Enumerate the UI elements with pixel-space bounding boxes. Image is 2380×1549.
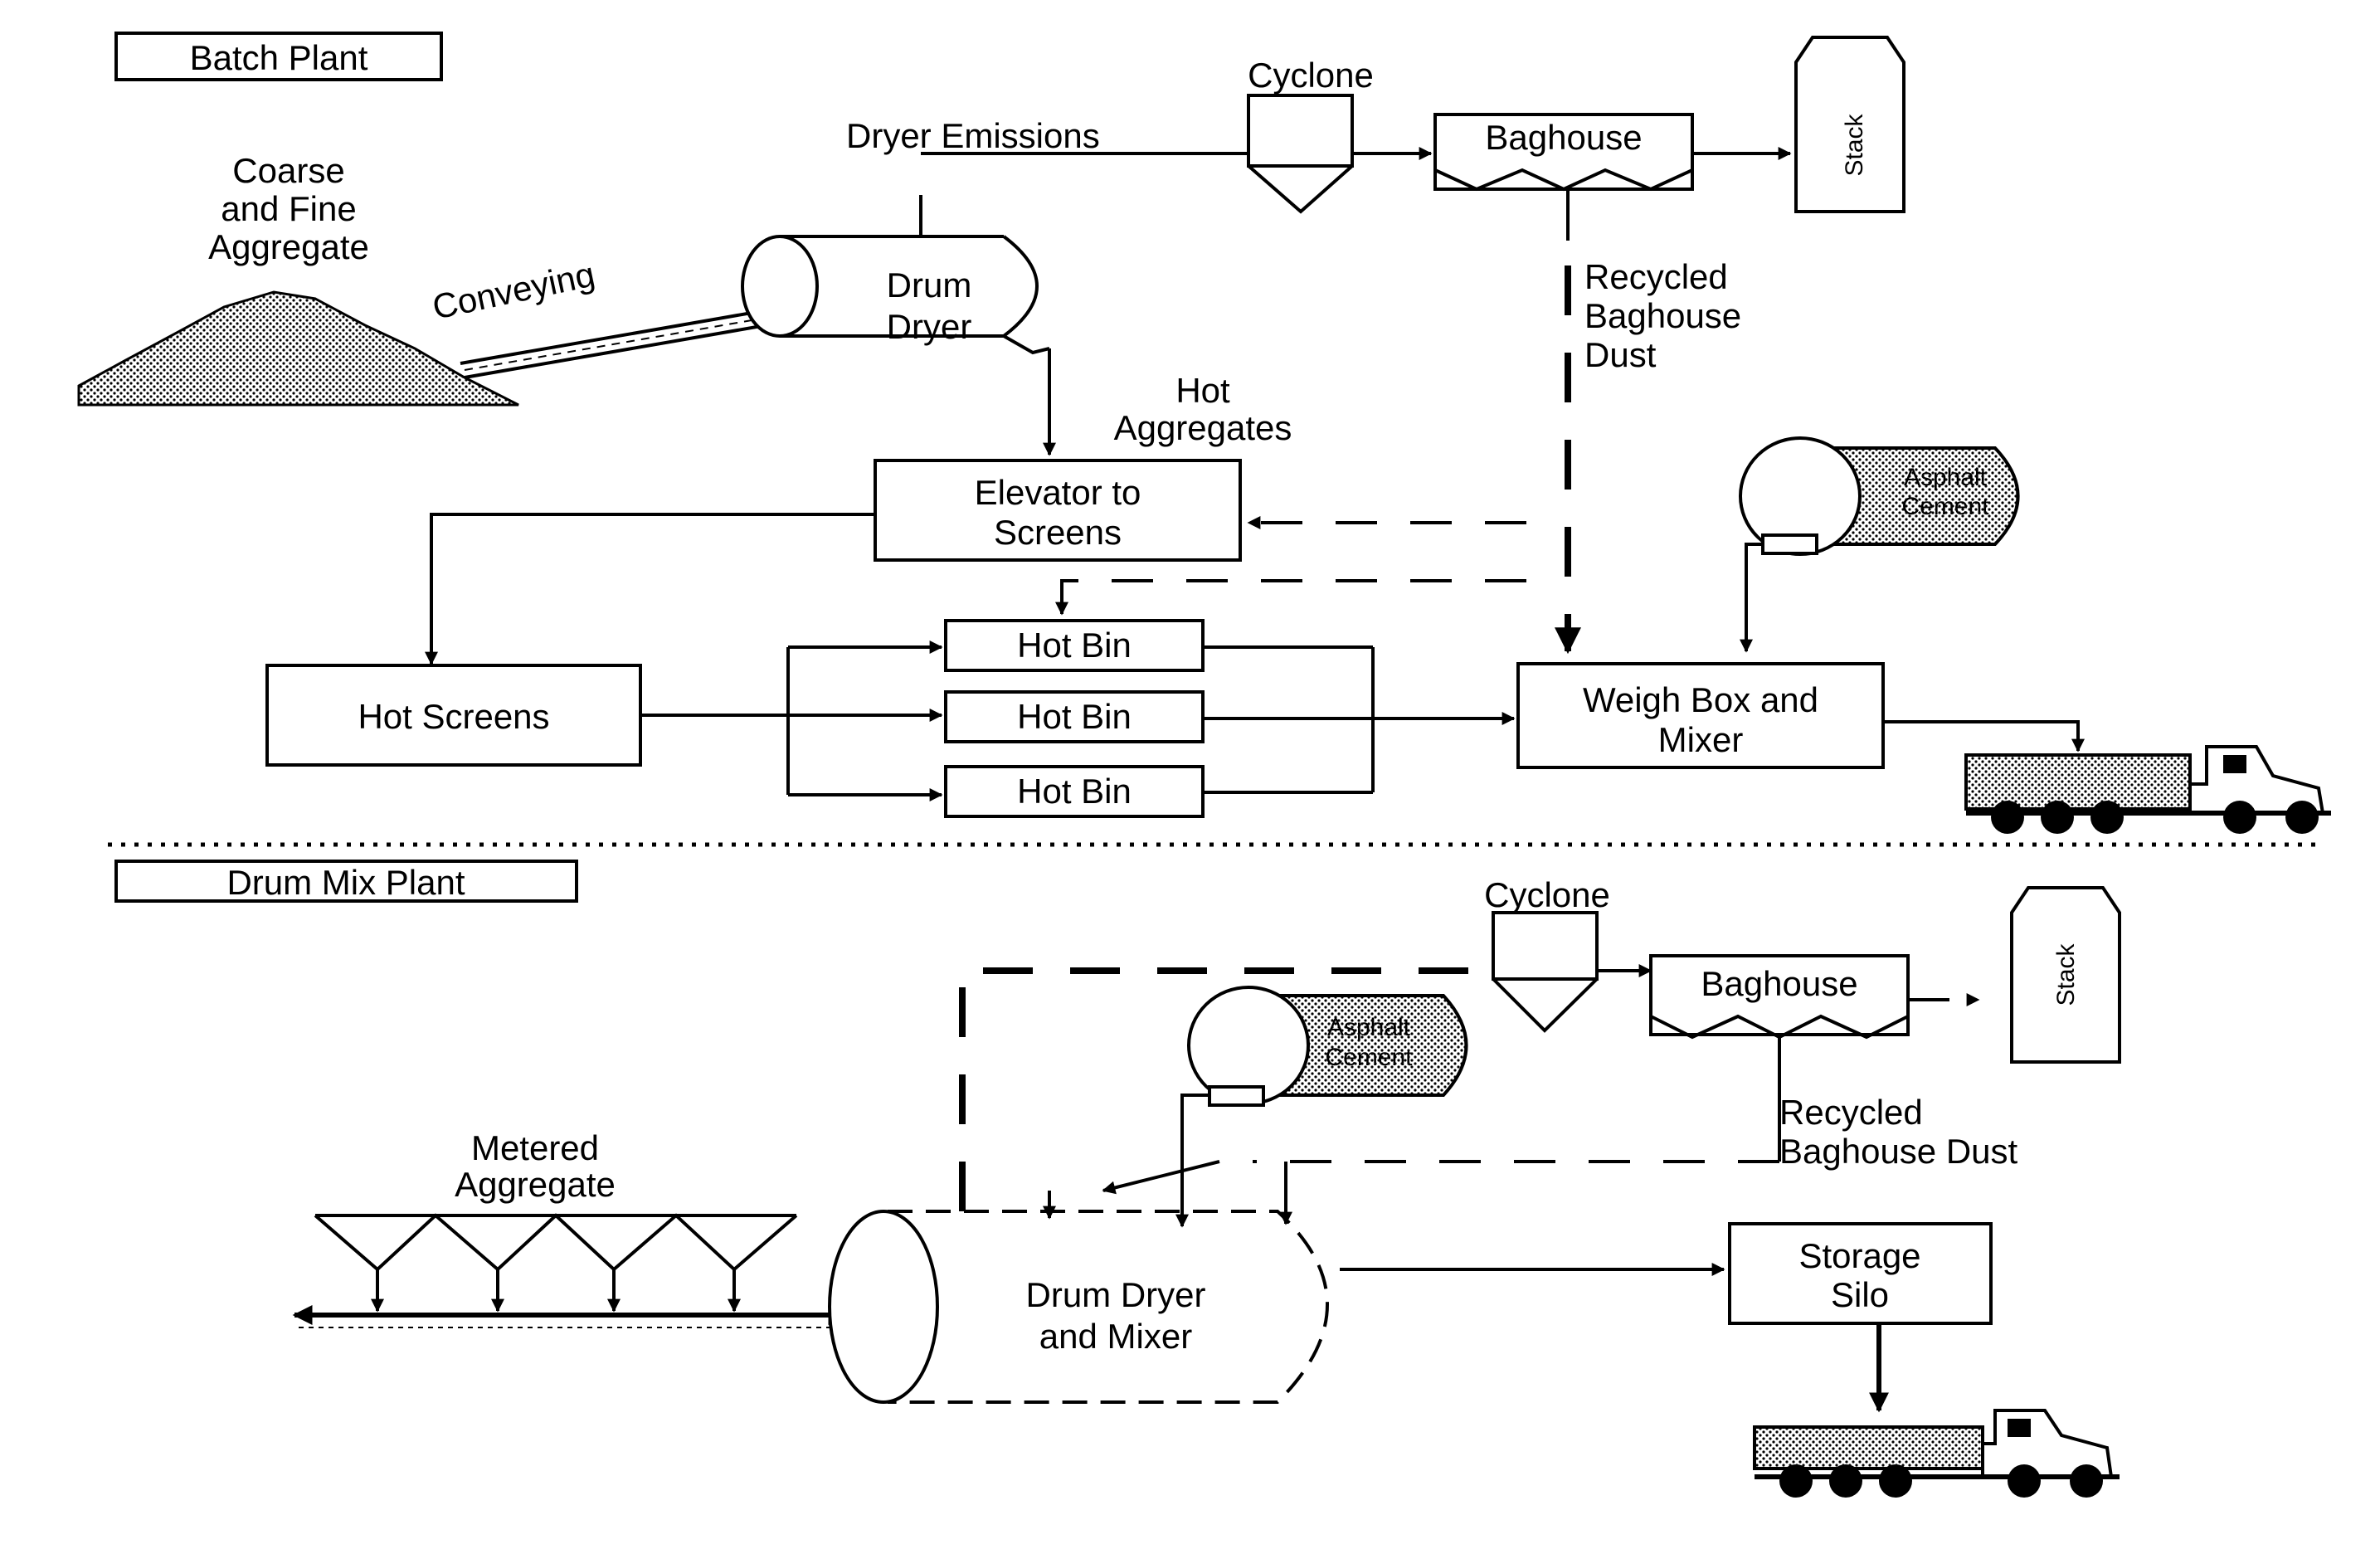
weigh-box: Weigh Box and Mixer — [1518, 664, 1883, 767]
batch-asphalt-label-1: Asphalt — [1904, 464, 1988, 491]
elevator-label-2: Screens — [994, 513, 1122, 552]
drum-dryer-label-2: Dryer — [887, 307, 972, 346]
batch-recycled-dust: Recycled Baghouse Dust — [1568, 189, 1741, 651]
drum-stack: Stack — [2012, 888, 2120, 1062]
drum-baghouse-label: Baghouse — [1701, 964, 1857, 1003]
hot-bin-3: Hot Bin — [946, 767, 1203, 816]
drum-dryer: Drum Dryer — [742, 236, 1049, 353]
drum-asphalt-label-1: Asphalt — [1327, 1014, 1411, 1041]
storage-silo: Storage Silo — [1730, 1224, 1991, 1323]
batch-recycled-label-3: Dust — [1584, 335, 1657, 374]
batch-plant-title: Batch Plant — [190, 38, 368, 77]
hot-screens-label: Hot Screens — [358, 697, 549, 736]
drum-truck — [1755, 1410, 2120, 1498]
hot-bin-1-label: Hot Bin — [1017, 626, 1132, 665]
metered-label-1: Metered — [471, 1128, 599, 1167]
drum-asphalt-label-2: Cement — [1325, 1044, 1413, 1071]
batch-asphalt-label-2: Cement — [1901, 493, 1989, 520]
batch-stack: Stack — [1796, 37, 1904, 212]
elevator-label-1: Elevator to — [975, 473, 1141, 512]
drum-baghouse: Baghouse — [1651, 956, 1978, 1037]
conveyor: Conveying — [429, 255, 776, 378]
elevator-box: Elevator to Screens — [875, 460, 1240, 560]
batch-cyclone-label: Cyclone — [1248, 56, 1374, 95]
aggregate-label-3: Aggregate — [208, 227, 369, 266]
drum-stack-label: Stack — [2052, 943, 2080, 1006]
drum-cyclone: Cyclone — [1484, 875, 1651, 1030]
hot-bin-3-label: Hot Bin — [1017, 772, 1132, 811]
drum-mixer-label-2: and Mixer — [1039, 1317, 1192, 1356]
weigh-box-label-2: Mixer — [1658, 720, 1744, 759]
batch-stack-label: Stack — [1841, 113, 1868, 176]
batch-plant-title-box: Batch Plant — [116, 33, 441, 80]
batch-recycled-label-1: Recycled — [1584, 257, 1728, 296]
batch-baghouse-label: Baghouse — [1485, 118, 1642, 157]
aggregate-label-1: Coarse — [232, 151, 344, 190]
metered-aggregate-hoppers: Metered Aggregate — [294, 1128, 846, 1327]
batch-cyclone: Cyclone — [1248, 56, 1431, 212]
batch-baghouse: Baghouse — [1435, 114, 1790, 189]
drum-mixer-label-1: Drum Dryer — [1026, 1275, 1206, 1314]
drum-recycled-label-1: Recycled — [1779, 1093, 1923, 1132]
metered-label-2: Aggregate — [455, 1165, 616, 1204]
batch-plant-section: Batch Plant Coarse and Fine Aggregate Co… — [79, 33, 2331, 834]
hot-aggregates-label-2: Aggregates — [1114, 408, 1292, 447]
aggregate-label-2: and Fine — [221, 189, 356, 228]
hot-bin-2-label: Hot Bin — [1017, 697, 1132, 736]
drum-mix-title-box: Drum Mix Plant — [116, 861, 577, 902]
drum-asphalt-tank: Asphalt Cement — [1189, 987, 1467, 1105]
drum-dryer-label-1: Drum — [887, 265, 972, 304]
drum-cyclone-label: Cyclone — [1484, 875, 1610, 914]
hot-bin-2: Hot Bin — [946, 692, 1203, 742]
batch-asphalt-tank: Asphalt Cement — [1740, 438, 2018, 554]
hot-aggregates-label-1: Hot — [1175, 371, 1230, 410]
aggregate-pile: Coarse and Fine Aggregate — [79, 151, 518, 405]
storage-silo-label-2: Silo — [1831, 1275, 1889, 1314]
drum-mix-title: Drum Mix Plant — [226, 863, 465, 902]
conveying-label: Conveying — [429, 255, 598, 327]
hot-bin-1: Hot Bin — [946, 621, 1203, 670]
hot-screens-box: Hot Screens — [267, 665, 640, 765]
dryer-emissions-label: Dryer Emissions — [846, 116, 1100, 155]
drum-mix-plant-section: Drum Mix Plant Cyclone Baghouse Stack Re… — [116, 861, 2120, 1498]
drum-recycled-label-2: Baghouse Dust — [1779, 1132, 2018, 1171]
drum-dryer-mixer: Drum Dryer and Mixer — [830, 1211, 1327, 1402]
storage-silo-label-1: Storage — [1798, 1236, 1920, 1275]
batch-recycled-label-2: Baghouse — [1584, 296, 1741, 335]
batch-truck — [1966, 747, 2331, 834]
weigh-box-label-1: Weigh Box and — [1583, 680, 1818, 719]
